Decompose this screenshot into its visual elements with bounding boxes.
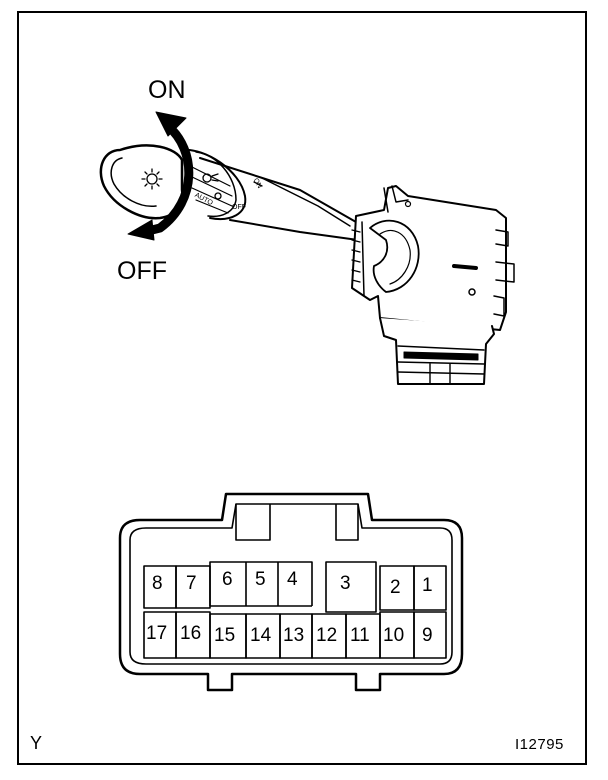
pin-number-12: 12 <box>316 625 338 646</box>
knob-markings <box>202 173 263 200</box>
connector-housing-outer <box>118 492 464 692</box>
corner-letter: Y <box>30 733 43 753</box>
pin-number-10: 10 <box>383 625 405 646</box>
figure-code: I12795 <box>515 736 564 753</box>
lever-stalk <box>199 157 359 241</box>
pin-cavities <box>143 561 447 659</box>
pin-number-13: 13 <box>283 625 305 646</box>
pin-number-5: 5 <box>255 569 266 590</box>
off-label: OFF <box>117 257 167 285</box>
figure-frame <box>17 11 587 765</box>
pin-number-7: 7 <box>186 573 197 594</box>
pin-number-1: 1 <box>422 575 433 596</box>
latch-tab-right <box>335 504 359 541</box>
pin-number-17: 17 <box>146 623 168 644</box>
connector-housing-inner <box>129 503 453 665</box>
pin-number-6: 6 <box>222 569 233 590</box>
pin-number-9: 9 <box>422 625 433 646</box>
knob-marking-off: OFF <box>232 204 246 211</box>
rotary-knob <box>182 148 247 220</box>
pin-number-4: 4 <box>287 569 298 590</box>
lever-end-cap <box>99 144 184 220</box>
rotation-arrow <box>127 111 194 241</box>
pin-number-2: 2 <box>390 577 401 598</box>
lever-switch-assembly <box>99 111 515 385</box>
switch-body <box>351 185 515 385</box>
lever-stalk-inner-line <box>261 177 351 227</box>
on-label: ON <box>148 76 186 104</box>
headlight-icon <box>141 168 163 190</box>
latch-tab-left <box>235 504 271 541</box>
pin-number-3: 3 <box>340 573 351 594</box>
pin-number-11: 11 <box>350 625 370 646</box>
pin-number-15: 15 <box>214 625 236 646</box>
pin-number-14: 14 <box>250 625 272 646</box>
connector-face <box>118 492 464 692</box>
pin-number-16: 16 <box>180 623 202 644</box>
pin-number-8: 8 <box>152 573 163 594</box>
